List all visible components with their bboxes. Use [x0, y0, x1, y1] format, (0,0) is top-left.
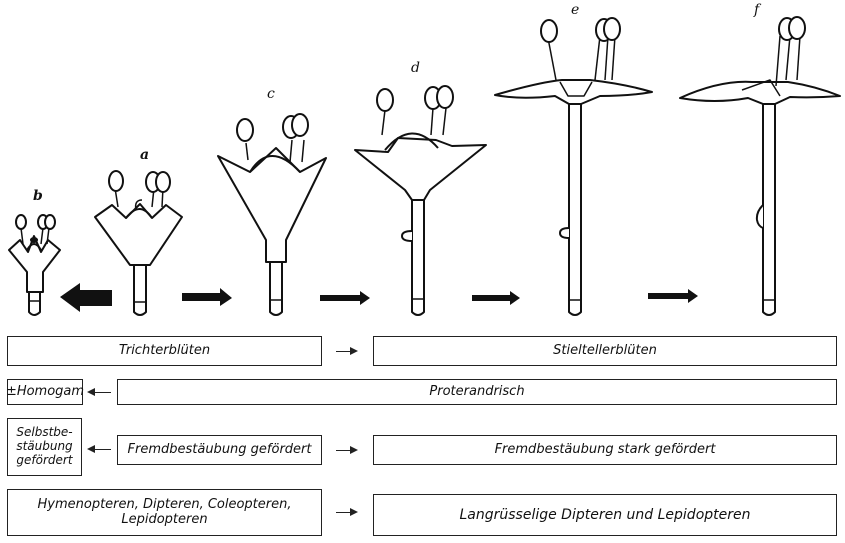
homogam-box: ±Homogam — [7, 379, 83, 405]
langruesselige-box: Langrüsselige Dipteren und Lepidopteren — [373, 494, 837, 536]
row4-arrow — [336, 507, 358, 517]
label-f: f — [754, 2, 759, 18]
fremdbestaeubung-box: Fremdbestäubung gefördert — [117, 435, 322, 465]
selbstbestaeubung-box: Selbstbe- stäubung gefördert — [7, 418, 82, 476]
row2-arrow — [87, 387, 111, 397]
proterandrisch-box: Proterandrisch — [117, 379, 837, 405]
label-a: a — [140, 147, 149, 163]
row3-left-arrow — [87, 444, 111, 454]
label-c: c — [267, 86, 275, 102]
big-left-arrow — [60, 283, 112, 312]
stieltellerblueten-box: Stieltellerblüten — [373, 336, 837, 366]
flower-c — [218, 114, 326, 315]
arrow-d-e — [472, 291, 520, 305]
fremdbestaeubung-stark-box: Fremdbestäubung stark gefördert — [373, 435, 837, 465]
hymenopteren-box: Hymenopteren, Dipteren, Coleopteren, Lep… — [7, 489, 322, 536]
flower-b — [9, 215, 60, 315]
label-e: e — [571, 2, 579, 18]
trichterblueten-box: Trichterblüten — [7, 336, 322, 366]
label-d: d — [411, 60, 420, 76]
row1-arrow — [336, 346, 358, 356]
flower-f — [680, 17, 840, 315]
flower-d — [355, 86, 486, 315]
flower-evolution-figure — [0, 0, 845, 330]
arrow-a-c — [182, 288, 232, 306]
flower-e — [495, 18, 652, 315]
arrow-e-f — [648, 289, 698, 303]
arrow-c-d — [320, 291, 370, 305]
row3-right-arrow — [336, 445, 358, 455]
label-b: b — [33, 188, 43, 204]
